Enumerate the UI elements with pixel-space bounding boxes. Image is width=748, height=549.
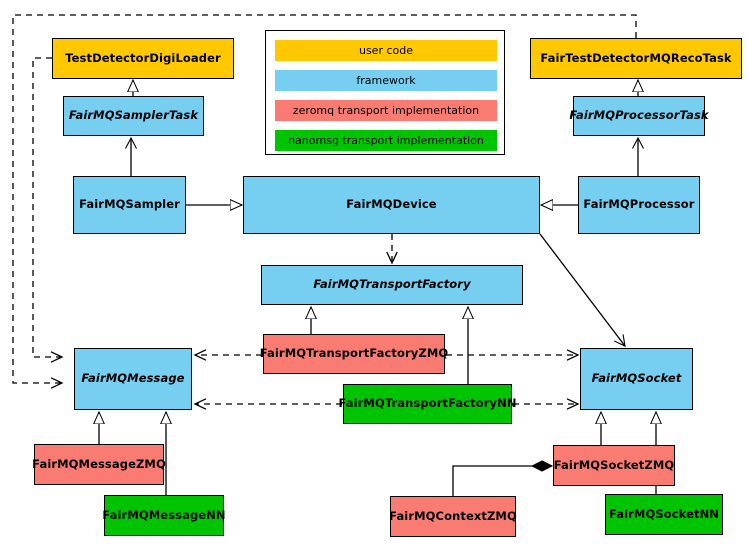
node-fairmqmessagezmq[interactable]: FairMQMessageZMQ [32,444,166,485]
node-testdetectordigiloader[interactable]: TestDetectorDigiLoader [52,38,234,79]
node-label: FairMQMessage [81,371,185,386]
node-label: TestDetectorDigiLoader [65,50,221,65]
node-label: FairMQMessageZMQ [32,456,166,471]
node-label: FairMQContextZMQ [389,508,517,523]
node-label: FairMQSocket [591,371,682,386]
node-fairmqmessagenn[interactable]: FairMQMessageNN [102,495,226,536]
edge-contextzmq-to-socketzmq [452,466,552,496]
node-fairmqsocket[interactable]: FairMQSocket [580,348,693,410]
node-label: FairMQProcessor [583,197,695,212]
node-label: FairMQProcessorTask [569,108,709,123]
node-fairmqsamplertask[interactable]: FairMQSamplerTask [63,96,204,136]
node-label: FairMQTransportFactoryZMQ [259,346,449,361]
node-label: FairMQSampler [79,197,180,212]
node-fairmqtransportfactory[interactable]: FairMQTransportFactory [261,265,523,305]
node-label: FairMQSocketZMQ [553,457,675,472]
legend-item-framework: framework [275,70,497,91]
edge-device-to-socket [539,233,626,347]
node-label: FairMQDevice [346,197,437,212]
node-fairtestdetectormqrecotask[interactable]: FairTestDetectorMQRecoTask [530,38,742,79]
node-fairmqtransportfactorynn[interactable]: FairMQTransportFactoryNN [338,384,516,424]
edge-recotask-to-message [12,14,637,383]
node-label: FairMQSamplerTask [68,108,199,123]
node-label: FairMQTransportFactory [313,277,471,292]
legend-label: framework [356,74,416,87]
node-fairmqtransportfactoryzmq[interactable]: FairMQTransportFactoryZMQ [260,334,448,374]
node-fairmqcontextzmq[interactable]: FairMQContextZMQ [389,496,517,537]
node-fairmqsampler[interactable]: FairMQSampler [73,176,186,234]
legend-item-nanomsg: nanomsg transport implementation [275,130,497,151]
node-label: FairMQSocketNN [608,506,720,521]
node-fairmqprocessortask[interactable]: FairMQProcessorTask [569,96,709,136]
legend-label: zeromq transport implementation [292,104,480,117]
node-label: FairTestDetectorMQRecoTask [540,50,732,65]
node-fairmqprocessor[interactable]: FairMQProcessor [578,176,700,234]
node-label: FairMQMessageNN [102,507,226,522]
legend-item-user-code: user code [275,40,497,61]
node-fairmqsocketzmq[interactable]: FairMQSocketZMQ [553,445,675,486]
node-fairmqmessage[interactable]: FairMQMessage [74,348,192,410]
legend-item-zeromq: zeromq transport implementation [275,100,497,121]
node-fairmqsocketnn[interactable]: FairMQSocketNN [605,494,723,535]
node-fairmqdevice[interactable]: FairMQDevice [243,176,540,234]
edge-digiloader-to-message [32,57,62,357]
legend-label: nanomsg transport implementation [288,134,484,147]
legend-label: user code [358,44,414,57]
node-label: FairMQTransportFactoryNN [338,396,517,411]
legend: user code framework zeromq transport imp… [265,30,505,155]
